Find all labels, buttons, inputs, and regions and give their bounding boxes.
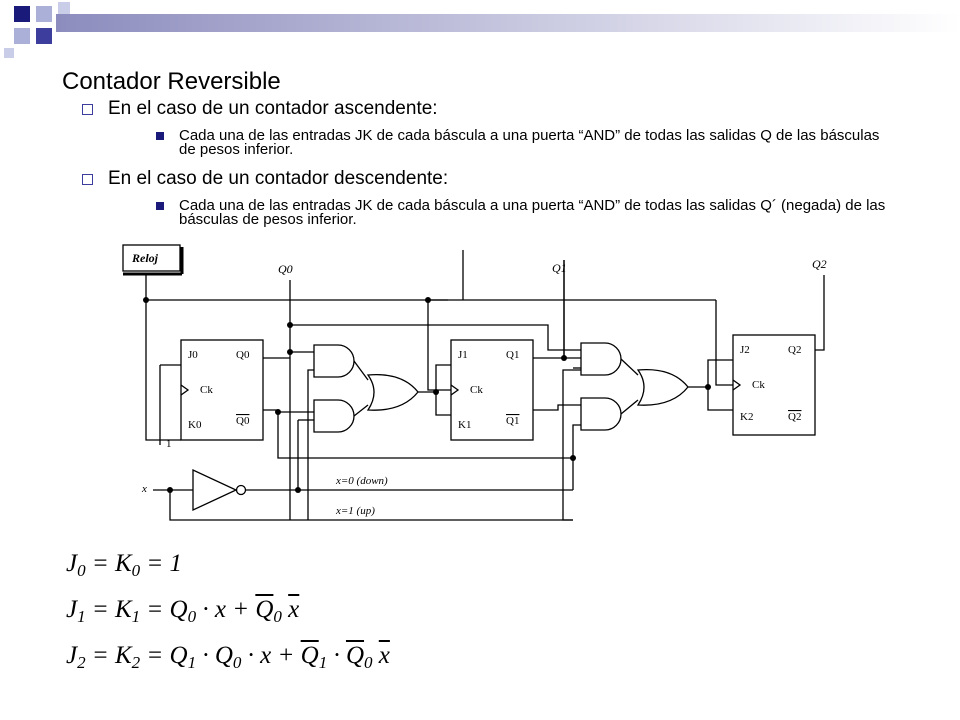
header-square [58,2,70,14]
ff0-q: Q0 [236,349,250,361]
ff1-j: J1 [458,349,468,361]
input-x-label: x [141,483,147,495]
flipflop-0 [180,339,264,441]
clock-box [122,244,181,272]
bullet-level2: Cada una de las entradas JK de cada básc… [156,127,899,158]
ff0-j: J0 [188,349,198,361]
ff1-k: K1 [458,419,471,431]
slide-title: Contador Reversible [62,68,281,95]
bullet-detail: Cada una de las entradas JK de cada básc… [179,197,886,228]
filled-square-bullet-icon [156,132,164,140]
or-gate [636,368,689,406]
ff1-qn: Q1 [506,415,519,427]
bullet-level2: Cada una de las entradas JK de cada básc… [156,197,899,228]
output-label-q1: Q1 [552,261,567,275]
header-square [14,28,30,44]
bullet-level1: En el caso de un contador ascendente: [82,98,438,120]
ff2-j: J2 [740,344,750,356]
or-gate [366,373,419,411]
and-gate [580,397,622,431]
ff0-k: K0 [188,419,202,431]
output-label-q0: Q0 [278,262,293,276]
header-square [36,6,52,22]
ff0-qn: Q0 [236,415,250,427]
header-decoration [4,2,960,58]
line-up-label: x=1 (up) [335,505,375,517]
ff0-ck: Ck [200,384,213,396]
ff2-k: K2 [740,411,753,423]
ff1-q: Q1 [506,349,519,361]
and-gate [580,342,622,376]
bullet-heading: En el caso de un contador descendente: [108,168,449,189]
ff2-qn: Q2 [788,411,801,423]
clock-label: Reloj [131,251,159,265]
header-bar [56,14,960,32]
and-gate [313,344,355,378]
ff2-q: Q2 [788,344,801,356]
filled-square-bullet-icon [156,202,164,210]
ff2-ck: Ck [752,379,765,391]
equation-0: J0 = K0 = 1 [66,550,183,580]
hollow-square-bullet-icon [82,174,93,185]
constant-one-label: 1 [166,438,172,450]
bullet-detail: Cada una de las entradas JK de cada básc… [179,127,880,158]
line-down-label: x=0 (down) [335,475,388,487]
header-square [14,6,30,22]
header-square [36,28,52,44]
equation-1: J1 = K1 = Q0 · x + Q0 x [66,596,300,626]
circuit-diagram: Reloj Q0 Q1 Q2 J0 Q0 Ck K0 Q0 J1 Q1 Ck K… [122,244,827,521]
and-gate [313,399,355,433]
equation-2: J2 = K2 = Q1 · Q0 · x + Q1 · Q0 x [66,642,390,672]
ff1-ck: Ck [470,384,483,396]
inverter-gate [192,468,238,512]
hollow-square-bullet-icon [82,104,93,115]
bullet-heading: En el caso de un contador ascendente: [108,98,438,119]
output-label-q2: Q2 [812,257,827,271]
header-square [4,48,14,58]
bullet-level1: En el caso de un contador descendente: [82,168,449,190]
